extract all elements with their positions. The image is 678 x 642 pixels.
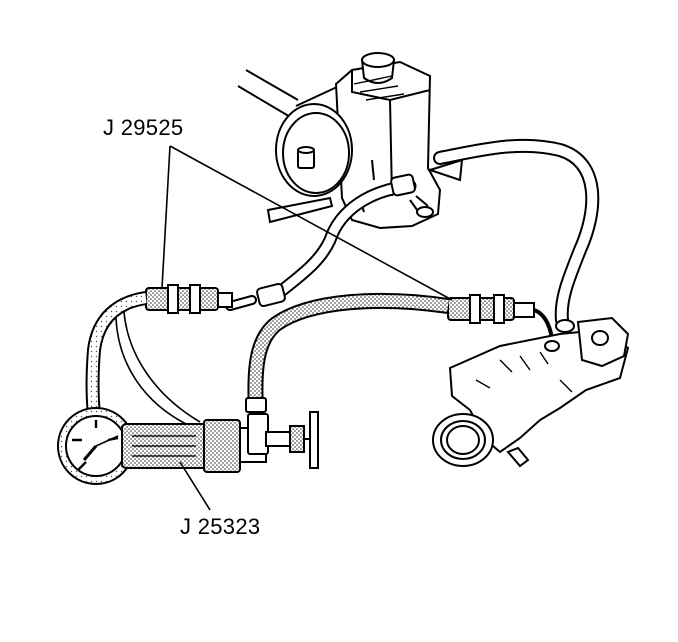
return-hose (426, 138, 600, 333)
leader-lines (161, 145, 453, 511)
callout-j25323: J 25323 (180, 514, 261, 539)
leader-j29525-to-gear-adapter (169, 145, 453, 301)
leader-j29525-to-pump-adapter (161, 145, 171, 289)
pump-pulley (266, 103, 353, 224)
gauge-body (121, 419, 267, 473)
steering-gear (432, 316, 630, 468)
shutoff-valve (247, 411, 319, 469)
pressure-gauge (57, 407, 135, 485)
original-pressure-hose (225, 173, 417, 311)
callout-j29525: J 29525 (103, 115, 184, 140)
leader-j25323-to-gauge (179, 461, 211, 511)
pump-reservoir (353, 52, 405, 101)
test-hose-outlet (245, 292, 450, 413)
hose-adapter-gear-side (447, 294, 554, 345)
hose-adapter-pump-side (145, 284, 233, 314)
test-hose-inlet (85, 291, 201, 425)
